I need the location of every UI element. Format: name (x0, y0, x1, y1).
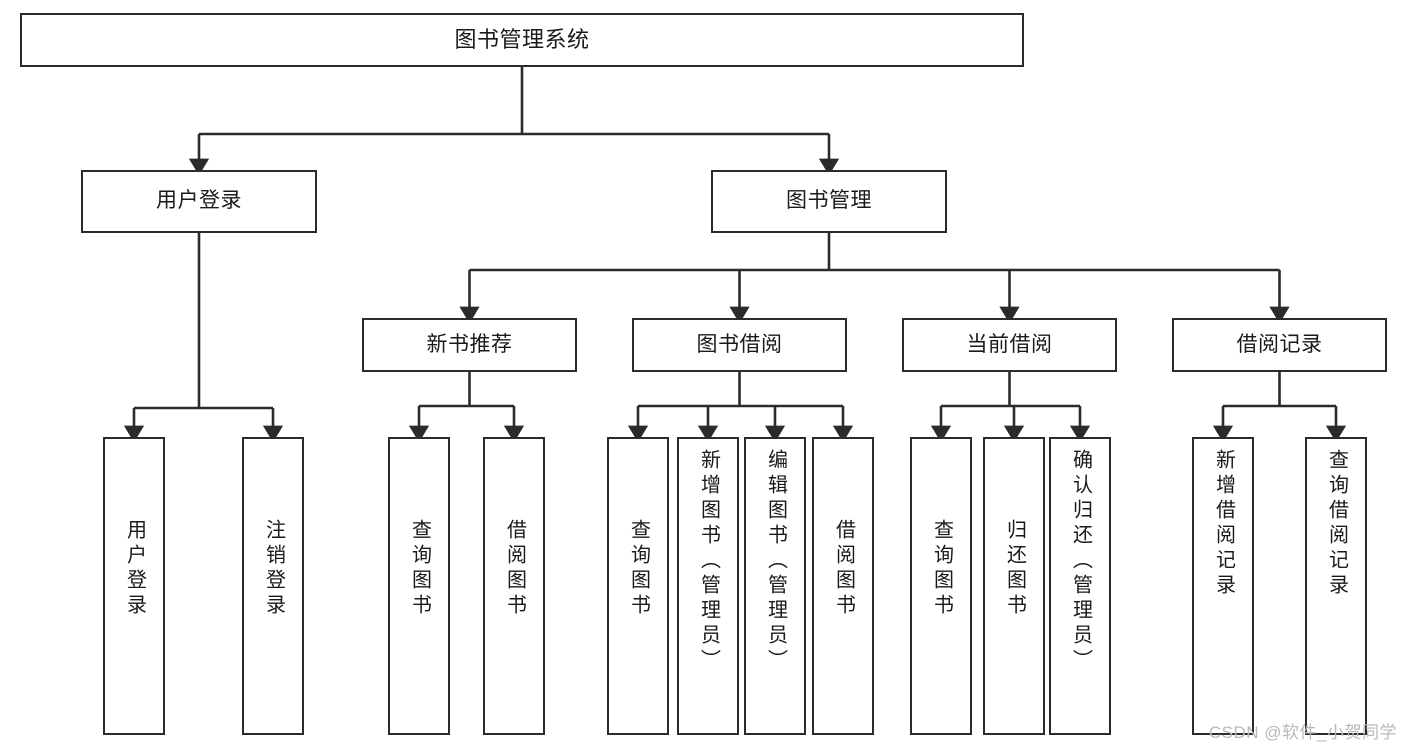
node-label: 借阅记录 (1236, 332, 1323, 356)
node-borrow-record[interactable]: 借阅记录 (1172, 318, 1387, 372)
node-leaf-query-book-3[interactable]: 查询图书 (910, 437, 972, 735)
node-label: 查询图书 (930, 519, 953, 619)
node-label: 借阅图书 (503, 519, 526, 619)
node-label: 编辑图书（管理员） (764, 449, 787, 674)
node-label: 新增图书（管理员） (697, 449, 720, 674)
node-label: 查询图书 (408, 519, 431, 619)
node-label: 注销登录 (262, 519, 285, 619)
node-leaf-add-book[interactable]: 新增图书（管理员） (677, 437, 739, 735)
node-label: 归还图书 (1003, 519, 1026, 619)
node-leaf-edit-book[interactable]: 编辑图书（管理员） (744, 437, 806, 735)
node-user-login[interactable]: 用户登录 (81, 170, 317, 233)
node-leaf-add-record[interactable]: 新增借阅记录 (1192, 437, 1254, 735)
node-label: 用户登录 (156, 189, 242, 213)
node-label: 新增借阅记录 (1212, 449, 1235, 599)
node-label: 当前借阅 (966, 332, 1053, 356)
node-leaf-query-book-1[interactable]: 查询图书 (388, 437, 450, 735)
node-book-manage[interactable]: 图书管理 (711, 170, 947, 233)
watermark-label: CSDN @软件_小贺同学 (1208, 723, 1397, 742)
node-label: 查询借阅记录 (1325, 449, 1348, 599)
node-label: 图书管理 (786, 189, 872, 213)
node-label: 新书推荐 (426, 332, 513, 356)
node-label: 用户登录 (123, 519, 146, 619)
node-leaf-confirm-return[interactable]: 确认归还（管理员） (1049, 437, 1111, 735)
node-label: 图书借阅 (696, 332, 783, 356)
node-label: 借阅图书 (832, 519, 855, 619)
node-label: 查询图书 (627, 519, 650, 619)
node-leaf-return-book[interactable]: 归还图书 (983, 437, 1045, 735)
node-label: 图书管理系统 (454, 27, 590, 53)
node-leaf-borrow-book-1[interactable]: 借阅图书 (483, 437, 545, 735)
node-leaf-query-book-2[interactable]: 查询图书 (607, 437, 669, 735)
node-label: 确认归还（管理员） (1069, 449, 1092, 674)
node-leaf-logout[interactable]: 注销登录 (242, 437, 304, 735)
node-leaf-borrow-book-2[interactable]: 借阅图书 (812, 437, 874, 735)
node-current-borrow[interactable]: 当前借阅 (902, 318, 1117, 372)
node-leaf-user-login[interactable]: 用户登录 (103, 437, 165, 735)
node-new-book-recommend[interactable]: 新书推荐 (362, 318, 577, 372)
node-leaf-query-record[interactable]: 查询借阅记录 (1305, 437, 1367, 735)
node-book-borrow[interactable]: 图书借阅 (632, 318, 847, 372)
node-root-system[interactable]: 图书管理系统 (20, 13, 1024, 67)
